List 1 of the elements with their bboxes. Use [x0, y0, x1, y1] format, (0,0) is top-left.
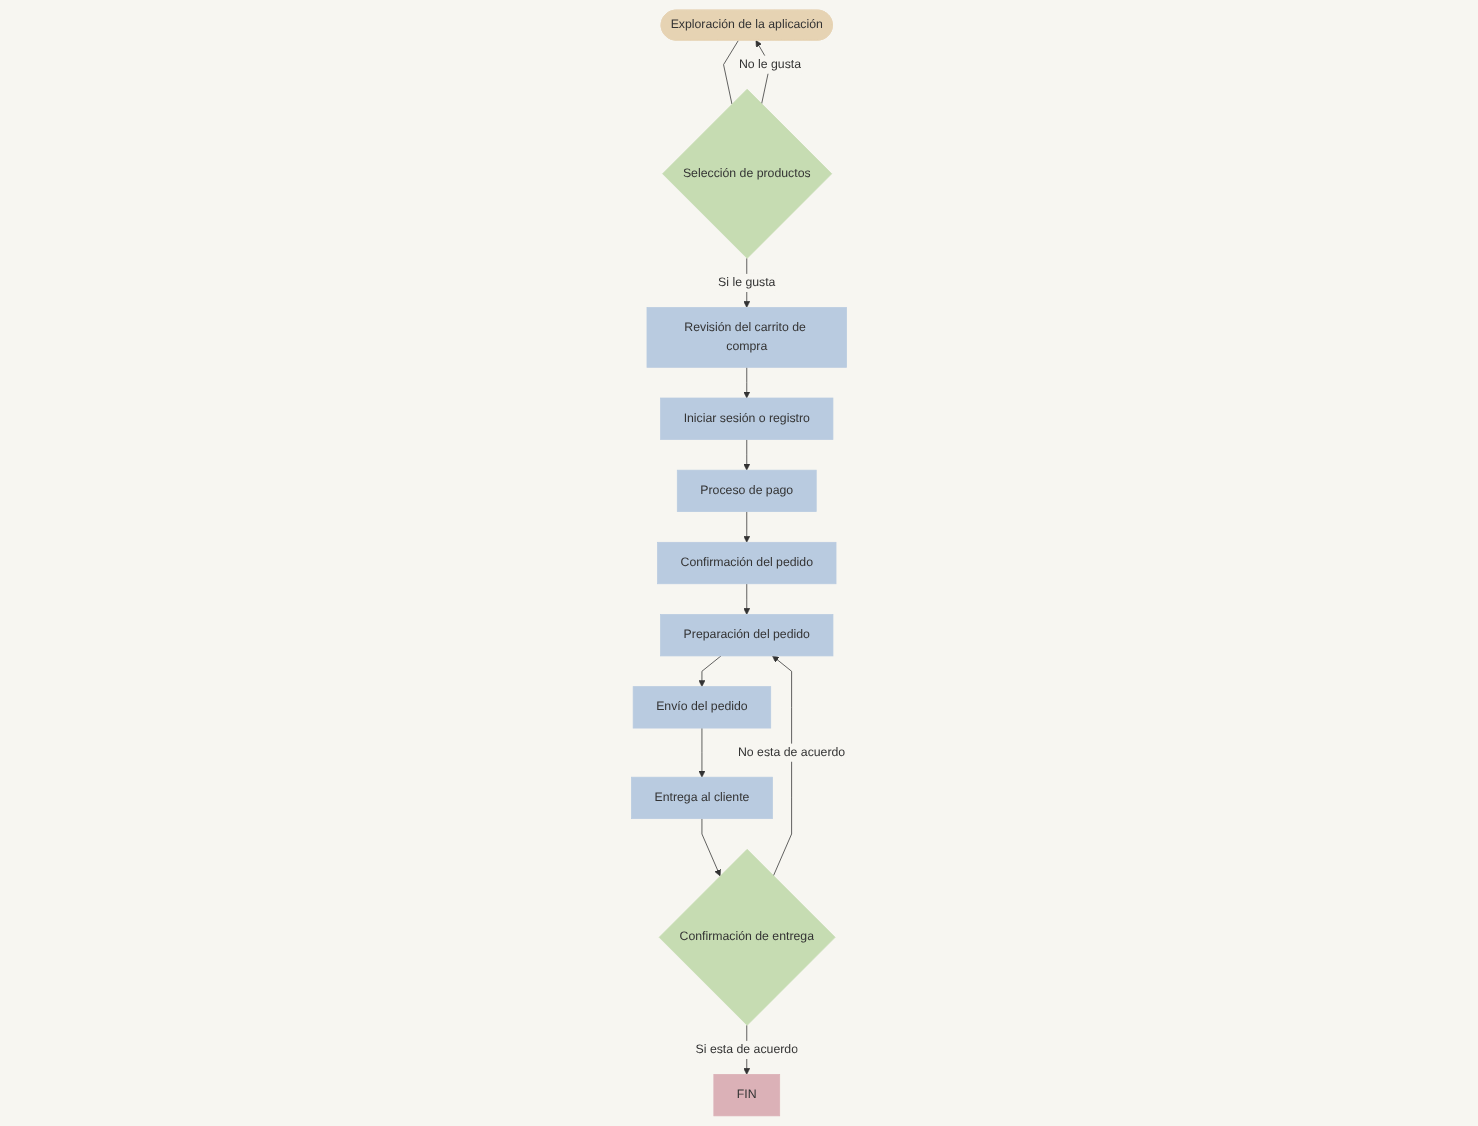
connector — [723, 40, 739, 105]
